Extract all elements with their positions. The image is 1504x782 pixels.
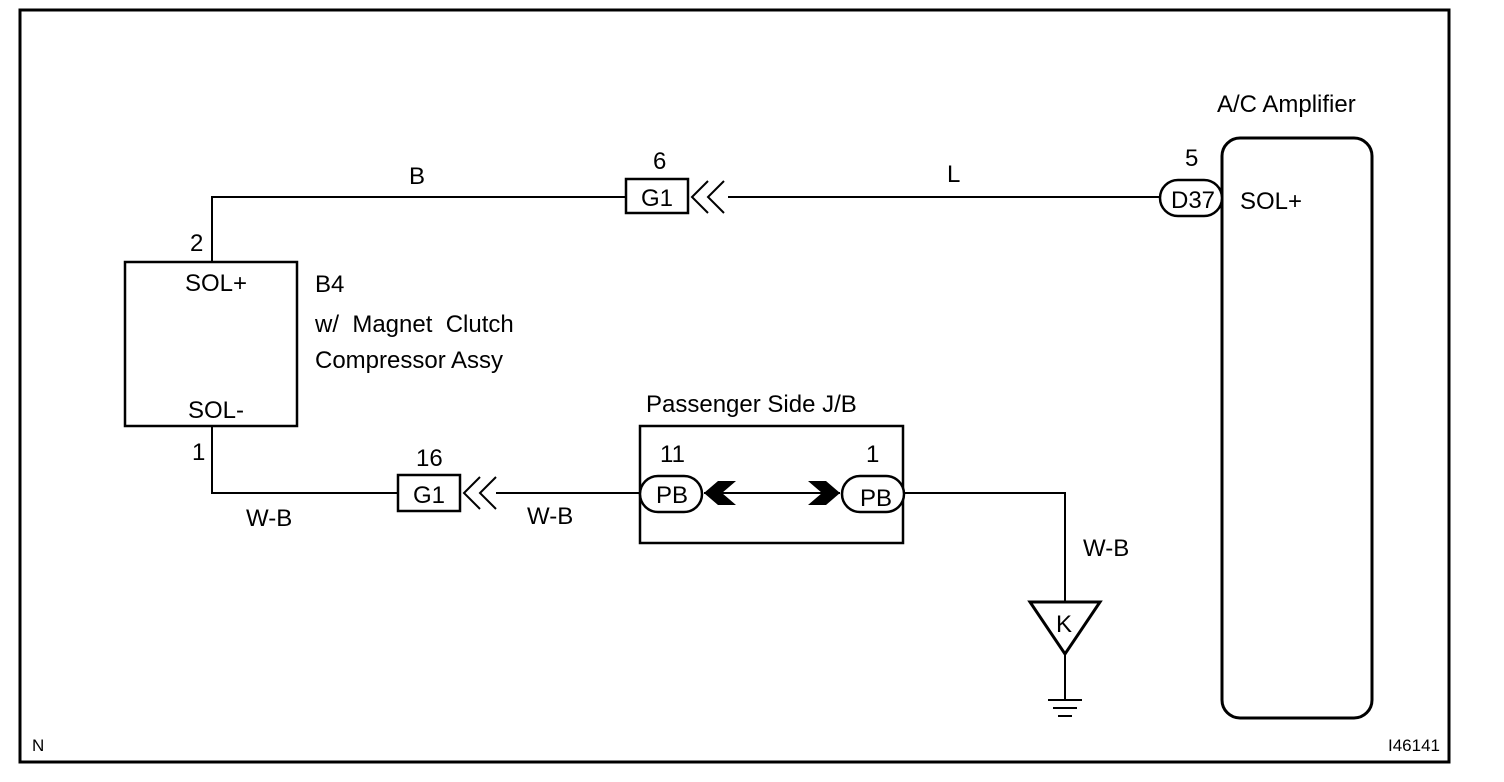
wire-ground (904, 492, 1066, 602)
connector-g1-lower-label: G1 (413, 482, 445, 509)
jb-left-connector (638, 474, 704, 514)
connector-g1-upper (624, 177, 690, 215)
corner-mark: N (32, 736, 44, 755)
ac-amplifier-title: A/C Amplifier (1217, 91, 1356, 118)
ac-amplifier-terminal: SOL+ (1240, 188, 1302, 215)
wire-label-b: B (409, 163, 425, 190)
jb-left-pin: 11 (660, 441, 685, 468)
wire-label-l: L (947, 161, 960, 188)
compressor-pin-bottom: 1 (192, 439, 205, 466)
compressor-name-line1: w/ Magnet Clutch (314, 311, 514, 338)
wire-upper-left (211, 196, 626, 262)
jb-left-connector-label: PB (656, 482, 688, 509)
wire-lower-left (211, 426, 398, 494)
ground-icon (1048, 699, 1082, 717)
ground-point-label: K (1056, 611, 1072, 638)
wire-label-wb-ground: W-B (1083, 535, 1129, 562)
compressor-code: B4 (315, 271, 344, 298)
connector-g1-lower-chevron (462, 476, 497, 510)
wire-label-wb-middle: W-B (527, 503, 573, 530)
ac-amplifier-box (1220, 136, 1374, 720)
jb-right-chevron-icon (808, 481, 840, 505)
junction-block-title: Passenger Side J/B (646, 391, 857, 418)
jb-left-chevron-icon (704, 481, 736, 505)
ac-amplifier-pin: 5 (1185, 145, 1198, 172)
connector-g1-lower (396, 473, 462, 513)
diagram-border (18, 8, 1451, 764)
connector-g1-lower-pin: 16 (416, 445, 443, 472)
connector-d37-label: D37 (1171, 187, 1215, 214)
compressor-terminal-bottom: SOL- (188, 397, 244, 424)
compressor-pin-top: 2 (190, 230, 203, 257)
ground-point-triangle (1027, 600, 1103, 657)
compressor-terminal-top: SOL+ (185, 270, 247, 297)
wire-label-wb-left: W-B (246, 505, 292, 532)
connector-g1-upper-chevron (690, 180, 725, 214)
connector-g1-upper-pin: 6 (653, 148, 666, 175)
figure-id: I46141 (1388, 736, 1440, 755)
connector-g1-upper-label: G1 (641, 185, 673, 212)
jb-right-pin: 1 (866, 441, 879, 468)
jb-right-connector-label: PB (860, 485, 892, 512)
compressor-name-line2: Compressor Assy (315, 347, 503, 374)
